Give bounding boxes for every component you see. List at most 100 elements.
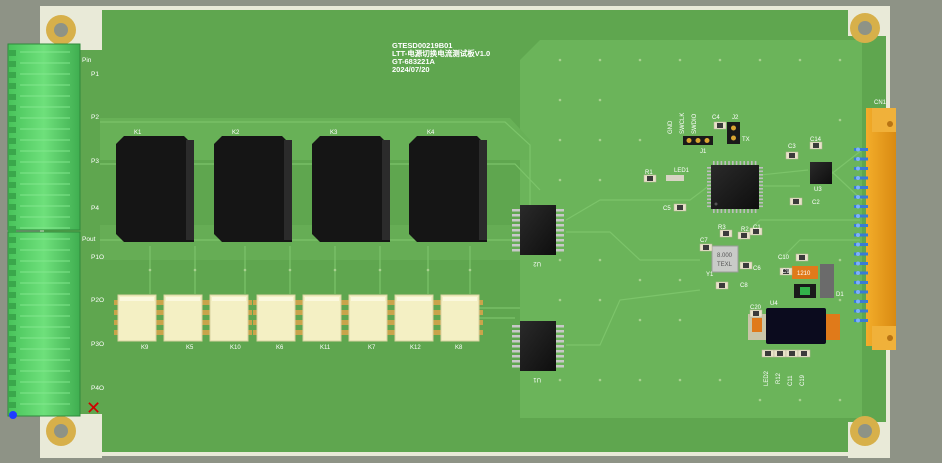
cn1-pin [854, 252, 868, 256]
terminal-highlight [20, 260, 70, 262]
soic-pin [512, 325, 520, 328]
mcu-pin [720, 209, 723, 213]
cn1-pin [854, 319, 868, 322]
relay-pin [341, 310, 345, 315]
board-title-block: GTESD00219B01 LTT-电源切换电流测试板V1.0 GT-68322… [392, 41, 490, 74]
relay-pin [341, 330, 345, 335]
pin-header-label: Pin [82, 57, 92, 64]
terminal-highlight [20, 172, 70, 174]
via [598, 178, 602, 182]
relay-small-top [351, 297, 385, 301]
relay-small-label: K11 [320, 345, 331, 351]
relay-pin [479, 300, 483, 305]
cn1-pin [854, 195, 868, 199]
pin-label: P2 [91, 114, 99, 121]
mcu-pin [732, 161, 734, 165]
led-part-1210 [792, 266, 818, 279]
relay-small-label: K6 [276, 345, 284, 351]
passive-center [753, 311, 759, 316]
cn1-top-tab [872, 108, 896, 132]
relay-small-top [397, 297, 431, 301]
mcu-pin [739, 209, 742, 213]
via [558, 378, 562, 382]
mcu-pin [743, 161, 745, 165]
crystal-marking-2: TEXL [717, 262, 733, 268]
mcu-pin [707, 174, 711, 176]
pout-header-label: Pout [82, 236, 96, 243]
relay-pin [299, 320, 303, 325]
soic-pin [512, 350, 520, 353]
soic-label: U1 [533, 376, 541, 382]
terminal-rib [8, 72, 16, 78]
mcu-pin [707, 170, 711, 173]
trace [100, 121, 531, 205]
via [798, 58, 802, 62]
soic-pin [556, 330, 564, 333]
passive-center [703, 245, 709, 250]
mcu-pin [739, 161, 742, 165]
u3-label: U3 [814, 187, 822, 193]
relay-pin [114, 310, 118, 315]
cn1-pin-pad [856, 147, 860, 152]
u3-body [810, 162, 832, 184]
swd-header-label: J1 [700, 149, 707, 155]
soic-pin [512, 209, 520, 212]
terminal-highlight [20, 51, 70, 53]
via [838, 118, 842, 122]
via [558, 298, 562, 302]
terminal-rib [8, 50, 16, 56]
via [598, 138, 602, 142]
terminal-rib [8, 116, 16, 122]
via [243, 268, 247, 272]
j2-pin [731, 135, 736, 141]
mcu-pin [728, 161, 730, 165]
via [598, 98, 602, 102]
j2-label: J2 [732, 115, 739, 121]
passive-c20: C20 [749, 305, 763, 318]
via [758, 58, 762, 62]
cn1-pin [854, 224, 868, 227]
relay-large: K3 [312, 130, 390, 242]
swd-pin [695, 138, 701, 143]
u4-label: U4 [770, 301, 778, 307]
passive-center [723, 231, 729, 236]
cn1-pin-pad [856, 176, 860, 180]
terminal-rib [8, 160, 16, 166]
passive-center [753, 229, 759, 234]
passive-center [719, 283, 725, 288]
terminal-rib [8, 391, 16, 397]
mcu-pin [735, 161, 738, 165]
pout-label: P1O [91, 254, 104, 261]
mcu-pin [707, 167, 711, 169]
via [638, 378, 642, 382]
relay-pin [345, 310, 349, 315]
via [798, 398, 802, 402]
passive-c4: C4 [712, 115, 727, 130]
relay-pin [391, 300, 395, 305]
passive-center [789, 351, 795, 356]
cn1-pins [854, 147, 868, 323]
relay-pin [391, 310, 395, 315]
terminal-rib [8, 281, 16, 287]
cn1-pin-pad [856, 261, 860, 266]
relay-pin [248, 330, 252, 335]
cn1-pin [854, 262, 868, 265]
cn1-pin [854, 205, 868, 208]
passive-label: C6 [753, 266, 761, 272]
soic-pin [556, 234, 564, 237]
board-title-line-2: LTT-电源切换电流测试板V1.0 [392, 48, 490, 58]
terminal-highlight [20, 249, 70, 251]
relay-pin [345, 300, 349, 305]
j2-body [727, 122, 740, 144]
terminal-highlight [20, 359, 70, 361]
relay-pin [391, 320, 395, 325]
via [193, 268, 197, 272]
origin-cross-icon: ✕ [86, 398, 101, 418]
passive-center [813, 143, 819, 148]
passive-label: C11 [788, 375, 794, 386]
relay-pin [479, 330, 483, 335]
diode-block: 1210 D1 [792, 264, 844, 298]
cn1-label: CN1 [874, 100, 887, 106]
